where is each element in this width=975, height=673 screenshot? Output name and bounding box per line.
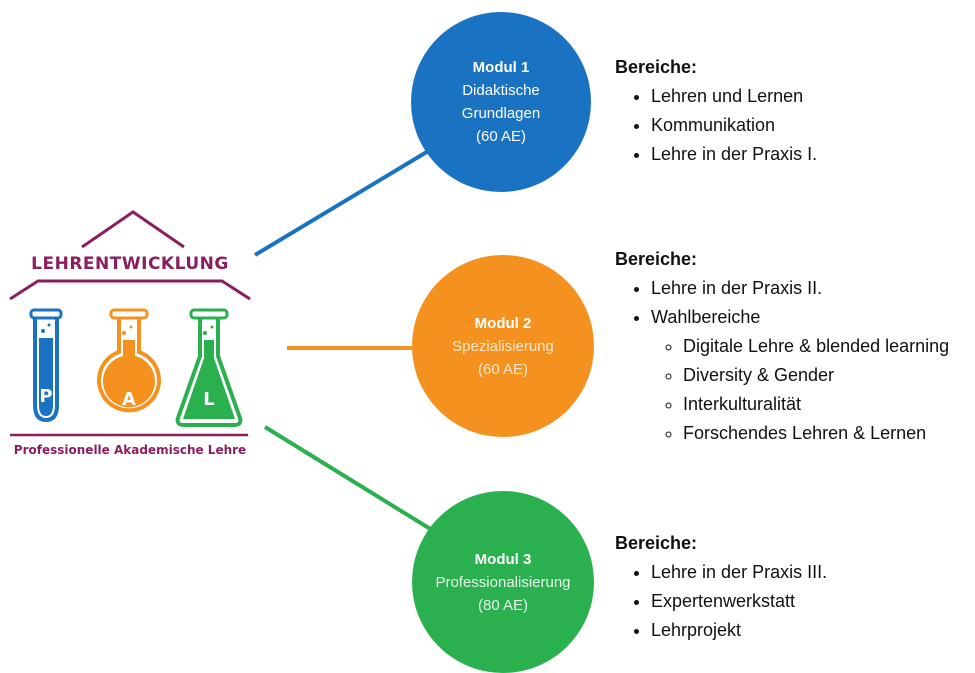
- areas-heading: Bereiche:: [615, 57, 698, 77]
- module-1-areas: Bereiche: Lehren und Lernen Kommunikatio…: [615, 53, 817, 169]
- list-item: Lehrprojekt: [651, 616, 827, 645]
- sub-list-item: Diversity & Gender: [683, 361, 949, 390]
- sub-list: Digitale Lehre & blended learning Divers…: [651, 332, 949, 448]
- module-3-circle: Modul 3 Professionalisierung (80 AE): [412, 491, 594, 673]
- module-1-name-line-1: Didaktische: [462, 82, 540, 99]
- module-1-name-line-2: Grundlagen: [461, 105, 541, 122]
- logo-title: LEHRENTWICKLUNG: [31, 254, 229, 274]
- areas-heading: Bereiche:: [615, 533, 698, 553]
- list-item: Lehren und Lernen: [651, 82, 817, 111]
- round-flask-icon: A: [97, 308, 161, 413]
- module-2-circle: Modul 2 Spezialisierung (60 AE): [412, 255, 594, 437]
- areas-list: Lehre in der Praxis III. Expertenwerksta…: [615, 558, 827, 645]
- module-2-hours: (60 AE): [477, 360, 529, 378]
- list-item-wahlbereiche: Wahlbereiche Digitale Lehre & blended le…: [651, 303, 949, 448]
- logo-subtitle: Professionelle Akademische Lehre: [13, 443, 247, 457]
- sub-list-item: Digitale Lehre & blended learning: [683, 332, 949, 361]
- module-2-title: Modul 2: [474, 314, 532, 332]
- list-item: Lehre in der Praxis III.: [651, 558, 827, 587]
- list-item-label: Wahlbereiche: [651, 307, 761, 327]
- connector-modul-3: [263, 425, 434, 532]
- list-item: Kommunikation: [651, 111, 817, 140]
- module-1-title: Modul 1: [472, 59, 530, 76]
- module-2-areas: Bereiche: Lehre in der Praxis II. Wahlbe…: [615, 245, 949, 448]
- logo-roof: [81, 210, 185, 249]
- module-3-areas: Bereiche: Lehre in der Praxis III. Exper…: [615, 529, 827, 645]
- logo-letter-p: P: [39, 386, 52, 407]
- erlenmeyer-flask-icon: L: [175, 308, 243, 427]
- module-3-title: Modul 3: [474, 550, 532, 568]
- areas-list: Lehre in der Praxis II. Wahlbereiche Dig…: [615, 274, 949, 448]
- areas-list: Lehren und Lernen Kommunikation Lehre in…: [615, 82, 817, 169]
- logo-pediment: [9, 279, 251, 301]
- list-item: Lehre in der Praxis I.: [651, 140, 817, 169]
- sub-list-item: Interkulturalität: [683, 390, 949, 419]
- logo-letter-a: A: [122, 389, 136, 410]
- sub-list-item: Forschendes Lehren & Lernen: [683, 419, 949, 448]
- areas-heading: Bereiche:: [615, 249, 698, 269]
- test-tube-icon: P: [29, 308, 63, 423]
- logo-letter-l: L: [203, 389, 214, 410]
- connector-modul-1: [253, 148, 432, 257]
- module-1-hours: (60 AE): [475, 128, 527, 145]
- module-1-circle: Modul 1 Didaktische Grundlagen (60 AE): [411, 12, 591, 192]
- module-3-hours: (80 AE): [477, 596, 529, 614]
- module-2-name: Spezialisierung: [452, 337, 554, 355]
- list-item: Lehre in der Praxis II.: [651, 274, 949, 303]
- list-item: Expertenwerkstatt: [651, 587, 827, 616]
- module-3-name: Professionalisierung: [435, 573, 571, 591]
